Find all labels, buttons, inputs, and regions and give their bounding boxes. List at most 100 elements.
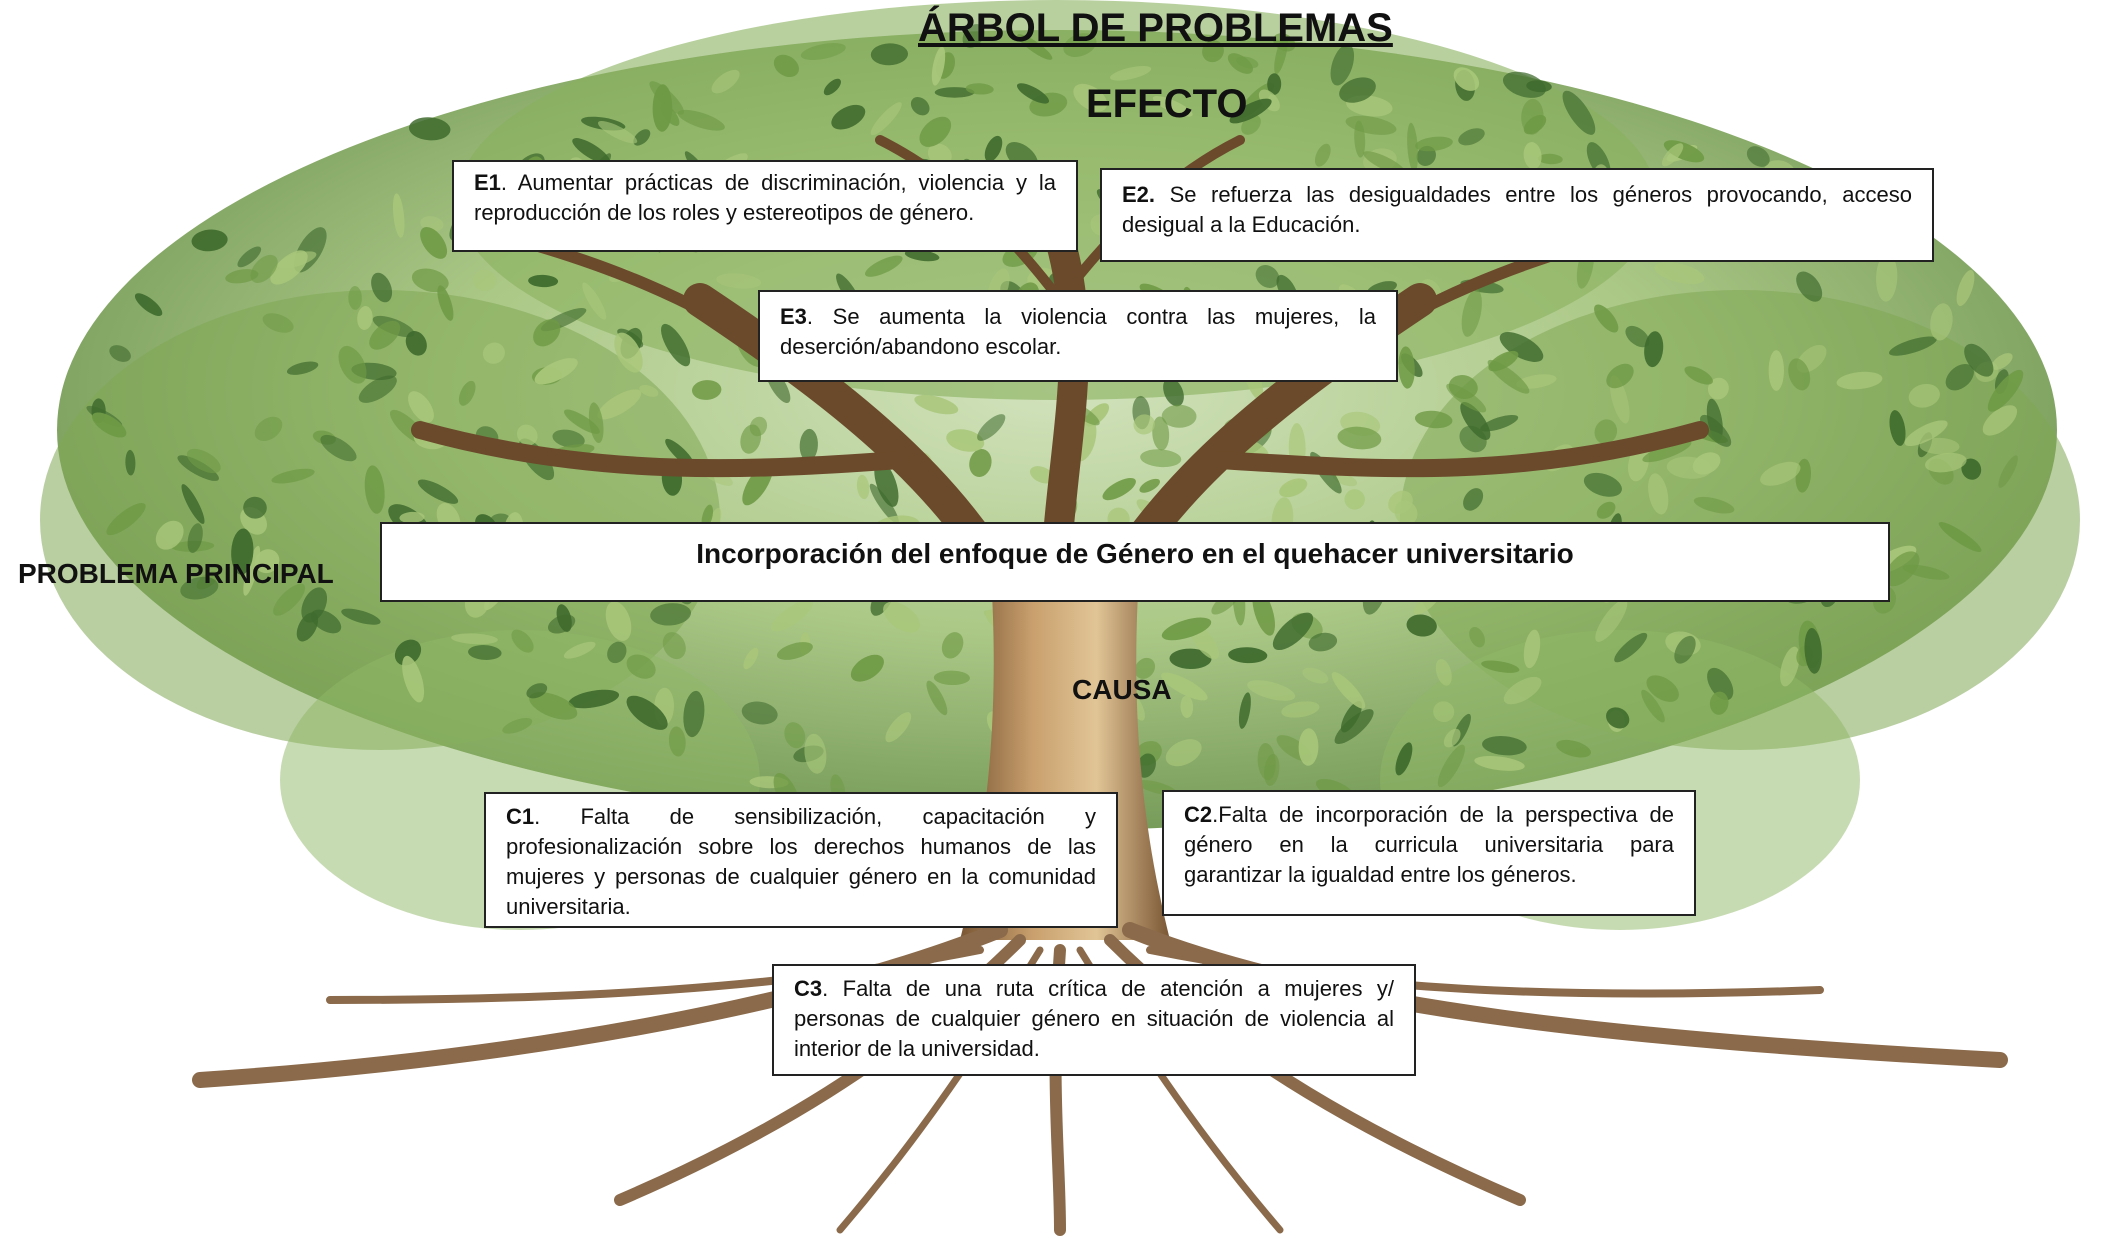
leaf	[1345, 115, 1397, 135]
leaf	[568, 689, 620, 709]
leaf	[1110, 65, 1152, 81]
leaf	[1556, 739, 1592, 758]
leaf	[255, 549, 280, 574]
effect-code: E3	[780, 304, 807, 329]
leaf	[1202, 40, 1224, 63]
cause-text: Falta de una ruta crítica de atención a …	[794, 976, 1394, 1061]
leaf	[1606, 707, 1630, 729]
leaf	[1945, 363, 1974, 391]
leaf	[358, 375, 397, 403]
leaf	[1583, 472, 1622, 497]
leaf	[1331, 672, 1366, 709]
leaf	[1641, 689, 1665, 723]
leaf	[357, 306, 373, 330]
leaf	[662, 632, 686, 660]
leaf	[271, 468, 315, 484]
leaf	[692, 380, 722, 400]
leaf	[1407, 122, 1419, 173]
leaf	[1340, 701, 1363, 733]
leaf	[1165, 739, 1202, 767]
main-problem-label: PROBLEMA PRINCIPAL	[18, 558, 334, 589]
leaf	[1395, 742, 1413, 776]
leaf	[1133, 414, 1155, 435]
leaf	[1264, 753, 1280, 786]
leaf	[408, 391, 434, 423]
leaf	[1538, 153, 1563, 165]
leaf	[1788, 358, 1811, 391]
leaf	[1889, 336, 1937, 356]
leaf	[1134, 657, 1156, 679]
leaf	[934, 87, 975, 98]
leaf	[716, 273, 762, 289]
leaf	[338, 345, 367, 384]
leaf	[883, 601, 921, 633]
leaf	[399, 511, 425, 524]
leaf	[1414, 410, 1453, 429]
leaf	[977, 414, 1006, 441]
leaf	[1919, 437, 1960, 455]
leaf	[1693, 496, 1735, 514]
leaf	[914, 394, 959, 415]
leaf	[134, 293, 163, 316]
leaf	[711, 69, 740, 94]
leaf	[1594, 304, 1619, 333]
leaf	[910, 97, 930, 116]
leaf	[348, 286, 362, 310]
leaf	[1646, 675, 1679, 702]
leaf	[529, 692, 578, 720]
effect-heading: EFECTO	[1086, 82, 1248, 126]
leaf	[225, 269, 259, 284]
leaf	[254, 416, 283, 442]
leaf	[1433, 701, 1455, 723]
leaf	[784, 722, 806, 749]
leaf	[1796, 271, 1823, 302]
leaf	[1502, 71, 1546, 98]
leaf	[92, 412, 127, 438]
leaf	[502, 717, 533, 734]
leaf	[1594, 419, 1618, 445]
leaf	[831, 104, 866, 130]
leaf	[870, 102, 902, 136]
leaf	[1169, 648, 1212, 670]
leaf	[926, 680, 948, 716]
leaf	[1255, 265, 1280, 288]
leaf	[191, 229, 228, 252]
leaf	[1663, 140, 1705, 163]
leaf	[633, 129, 651, 146]
leaf	[511, 629, 534, 653]
leaf	[186, 448, 221, 474]
leaf	[1453, 67, 1480, 91]
leaf	[1337, 426, 1382, 450]
effect-code: E1	[474, 170, 501, 195]
leaf	[301, 587, 328, 623]
leaf	[572, 138, 610, 164]
leaf	[856, 474, 870, 500]
leaf	[468, 645, 502, 660]
leaf	[823, 78, 841, 96]
cause-code: C1	[506, 804, 535, 829]
leaf	[1956, 269, 1975, 307]
effect-text: Se aumenta la violencia contra las mujer…	[780, 304, 1376, 359]
leaf	[1152, 96, 1193, 117]
leaf	[1029, 466, 1055, 484]
leaf	[1180, 695, 1194, 718]
effect-code: E2.	[1122, 182, 1156, 207]
leaf	[106, 502, 146, 536]
leaf	[181, 484, 205, 524]
leaf	[1596, 501, 1616, 519]
leaf	[1987, 369, 2024, 412]
leaf	[451, 633, 498, 645]
leaf	[1102, 478, 1136, 501]
leaf	[582, 282, 607, 320]
leaf	[526, 683, 548, 699]
leaf	[364, 465, 385, 514]
leaf	[799, 428, 818, 462]
leaf	[1272, 612, 1314, 651]
leaf	[1330, 44, 1355, 86]
leaf	[649, 81, 684, 115]
leaf	[1140, 449, 1182, 468]
effect-box-e2: E2. Se refuerza las desigualdades entre …	[1100, 168, 1934, 262]
leaf	[741, 701, 778, 725]
leaf	[408, 117, 451, 141]
leaf	[1332, 472, 1358, 487]
